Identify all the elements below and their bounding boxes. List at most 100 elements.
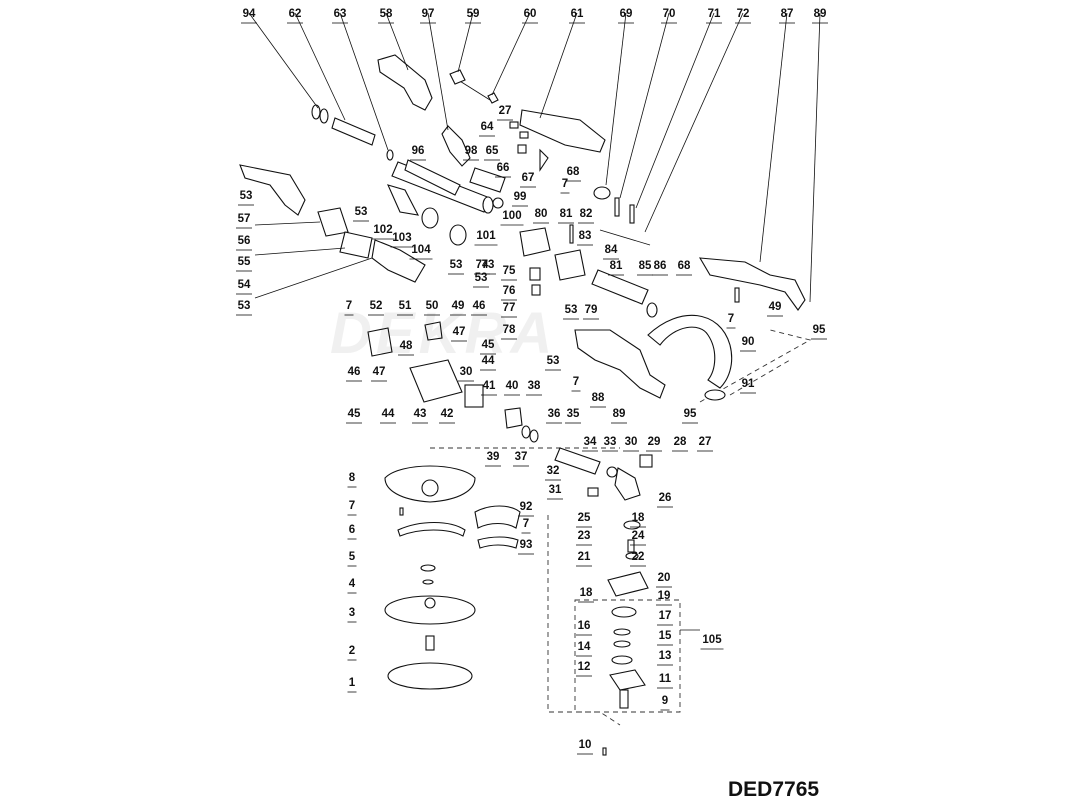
part-number-81: 81: [560, 208, 573, 220]
part-number-64: 64: [481, 121, 494, 133]
part-number-54: 54: [238, 279, 251, 291]
model-number-label: DED7765: [728, 778, 820, 801]
part-number-13: 13: [659, 650, 672, 662]
part-number-7: 7: [523, 518, 529, 530]
part-number-32: 32: [547, 465, 560, 477]
part-number-65: 65: [486, 145, 499, 157]
part-number-35: 35: [567, 408, 580, 420]
part-number-22: 22: [632, 551, 645, 563]
part-number-14: 14: [578, 641, 591, 653]
part-number-47: 47: [453, 326, 466, 338]
part-number-7: 7: [728, 313, 734, 325]
part-number-6: 6: [349, 524, 355, 536]
part-number-28: 28: [674, 436, 687, 448]
part-number-53: 53: [565, 304, 578, 316]
part-number-7: 7: [346, 300, 352, 312]
part-number-104: 104: [411, 244, 431, 256]
part-number-7: 7: [562, 178, 568, 190]
part-number-47: 47: [373, 366, 386, 378]
part-number-71: 71: [708, 8, 721, 20]
part-number-46: 46: [348, 366, 361, 378]
part-number-16: 16: [578, 620, 591, 632]
part-number-66: 66: [497, 162, 510, 174]
part-number-88: 88: [592, 392, 605, 404]
part-number-68: 68: [678, 260, 691, 272]
motor-housing-group: [367, 321, 539, 443]
gear-column: [602, 520, 649, 756]
part-number-20: 20: [658, 572, 671, 584]
part-number-17: 17: [659, 610, 672, 622]
part-number-9: 9: [662, 695, 668, 707]
middle-components: [519, 224, 658, 318]
part-number-31: 31: [549, 484, 562, 496]
part-number-57: 57: [238, 213, 251, 225]
part-number-86: 86: [654, 260, 667, 272]
part-number-62: 62: [289, 8, 302, 20]
part-number-68: 68: [567, 166, 580, 178]
part-number-34: 34: [584, 436, 597, 448]
part-number-42: 42: [441, 408, 454, 420]
part-number-53: 53: [475, 272, 488, 284]
part-number-79: 79: [585, 304, 598, 316]
part-number-89: 89: [613, 408, 626, 420]
part-number-83: 83: [579, 230, 592, 242]
part-number-95: 95: [684, 408, 697, 420]
part-number-18: 18: [632, 512, 645, 524]
part-number-97: 97: [422, 8, 435, 20]
part-number-69: 69: [620, 8, 633, 20]
part-number-26: 26: [659, 492, 672, 504]
part-number-15: 15: [659, 630, 672, 642]
side-handle: [698, 257, 806, 311]
part-number-80: 80: [535, 208, 548, 220]
rear-handle: [574, 329, 666, 399]
part-number-93: 93: [520, 539, 533, 551]
part-number-38: 38: [528, 380, 541, 392]
part-number-102: 102: [373, 224, 392, 236]
part-number-30: 30: [625, 436, 638, 448]
part-number-53: 53: [238, 300, 251, 312]
part-number-74: 74: [476, 259, 489, 271]
leader-lines: [248, 12, 821, 631]
part-number-90: 90: [742, 336, 755, 348]
part-number-29: 29: [648, 436, 661, 448]
part-number-67: 67: [522, 172, 535, 184]
part-number-33: 33: [604, 436, 617, 448]
part-number-85: 85: [639, 260, 652, 272]
part-number-99: 99: [514, 191, 527, 203]
part-number-53: 53: [240, 190, 253, 202]
part-number-45: 45: [482, 339, 495, 351]
part-number-59: 59: [467, 8, 480, 20]
part-number-60: 60: [524, 8, 537, 20]
part-number-55: 55: [238, 256, 251, 268]
part-number-50: 50: [426, 300, 439, 312]
part-number-11: 11: [659, 673, 672, 685]
part-number-87: 87: [781, 8, 794, 20]
part-number-56: 56: [238, 235, 251, 247]
part-number-12: 12: [578, 661, 591, 673]
part-number-96: 96: [412, 145, 425, 157]
part-number-84: 84: [605, 244, 618, 256]
part-number-53: 53: [355, 206, 368, 218]
part-number-105: 105: [702, 634, 722, 646]
part-number-103: 103: [392, 232, 411, 244]
cable-and-switch-housing: [449, 69, 651, 246]
part-number-48: 48: [400, 340, 413, 352]
part-number-101: 101: [476, 230, 496, 242]
part-number-91: 91: [742, 378, 755, 390]
part-number-1: 1: [349, 677, 356, 689]
part-number-19: 19: [658, 590, 671, 602]
part-number-81: 81: [610, 260, 623, 272]
part-number-49: 49: [452, 300, 465, 312]
part-number-78: 78: [503, 324, 516, 336]
sanding-head-group: [384, 465, 521, 690]
part-number-58: 58: [380, 8, 393, 20]
part-number-40: 40: [506, 380, 519, 392]
part-number-53: 53: [547, 355, 560, 367]
part-number-21: 21: [578, 551, 591, 563]
part-number-70: 70: [663, 8, 676, 20]
part-number-7: 7: [573, 376, 579, 388]
part-number-52: 52: [370, 300, 383, 312]
top-handle-group: [377, 54, 506, 209]
part-number-30: 30: [460, 366, 473, 378]
